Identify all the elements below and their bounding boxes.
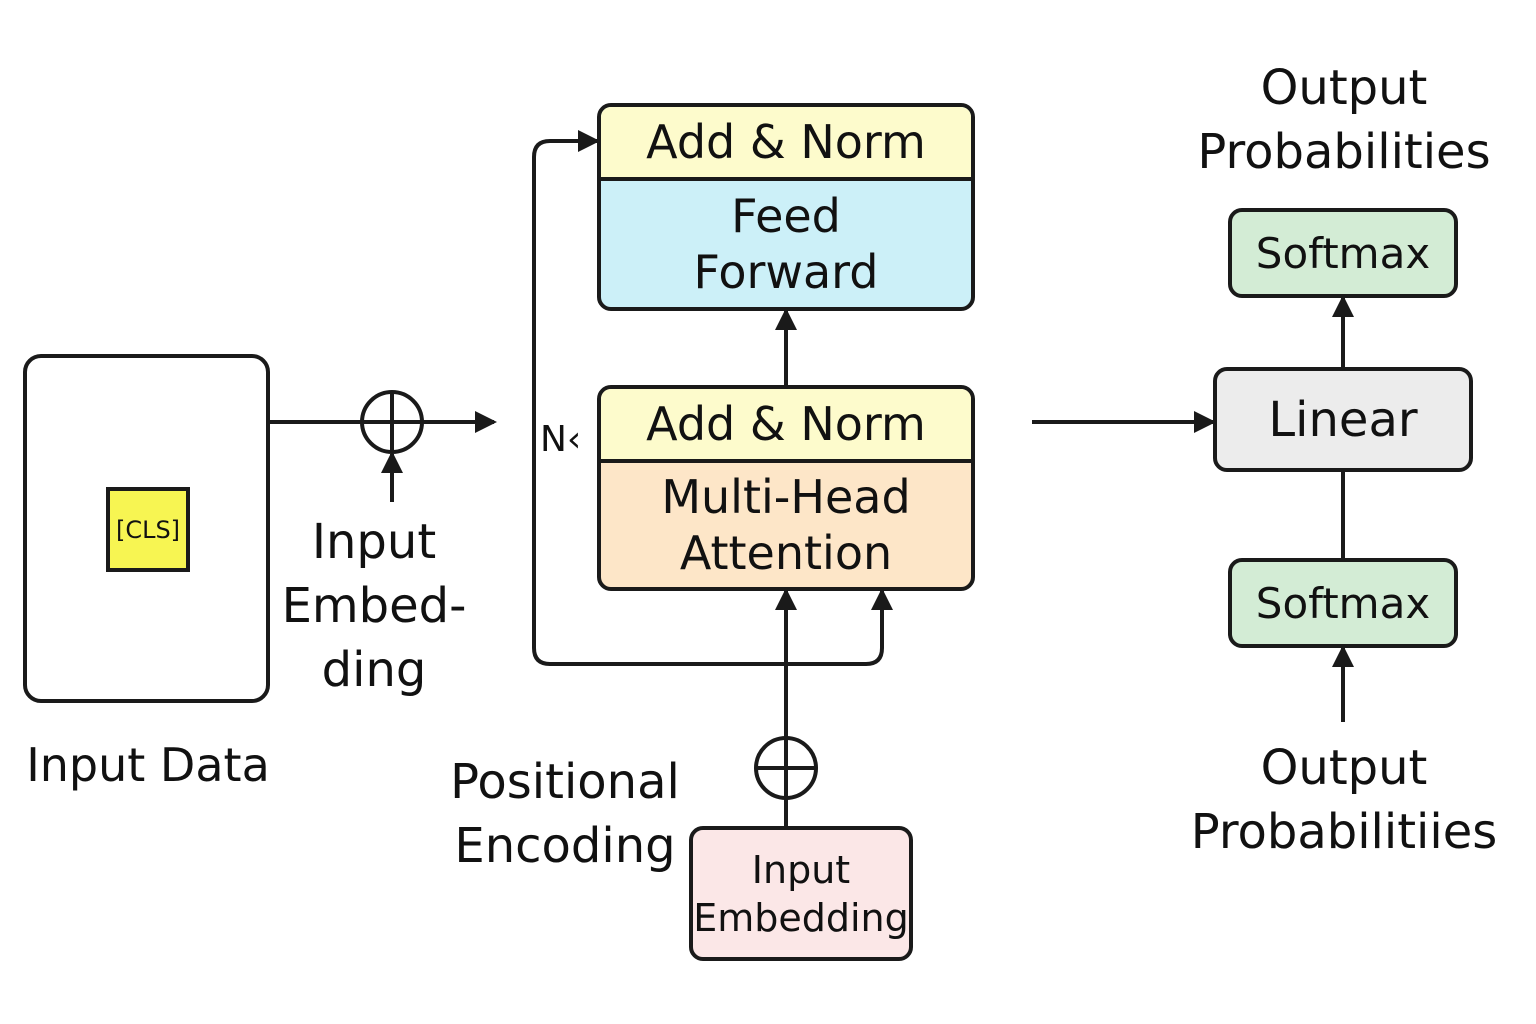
input-data-box: [23, 354, 270, 703]
input-data-label: Input Data: [26, 738, 270, 792]
input-embedding-box: Input Embedding: [689, 826, 913, 961]
softmax-bottom-box: Softmax: [1228, 558, 1458, 648]
repeat-n-label: N‹: [540, 419, 582, 460]
softmax-top-box: Softmax: [1228, 208, 1458, 298]
add-norm-top: Add & Norm: [601, 107, 971, 181]
linear-box: Linear: [1213, 367, 1473, 472]
output-probabilities-bottom-label: Output Probabilitiies: [1190, 740, 1498, 860]
attention-block: Add & Norm Multi-Head Attention: [597, 385, 975, 591]
output-probabilities-top-label: Output Probabilities: [1197, 60, 1491, 180]
cls-token: [CLS]: [106, 487, 190, 572]
feed-forward-label: Feed Forward: [693, 189, 879, 299]
add-norm-bottom: Add & Norm: [601, 389, 971, 463]
residual-loop: [532, 139, 884, 666]
feed-forward-block: Add & Norm Feed Forward: [597, 103, 975, 311]
input-embedding-side-label: Input Embed- ding: [281, 514, 467, 698]
multi-head-attention-label: Multi-Head Attention: [661, 470, 911, 580]
positional-encoding-label: Positional Encoding: [450, 754, 680, 874]
